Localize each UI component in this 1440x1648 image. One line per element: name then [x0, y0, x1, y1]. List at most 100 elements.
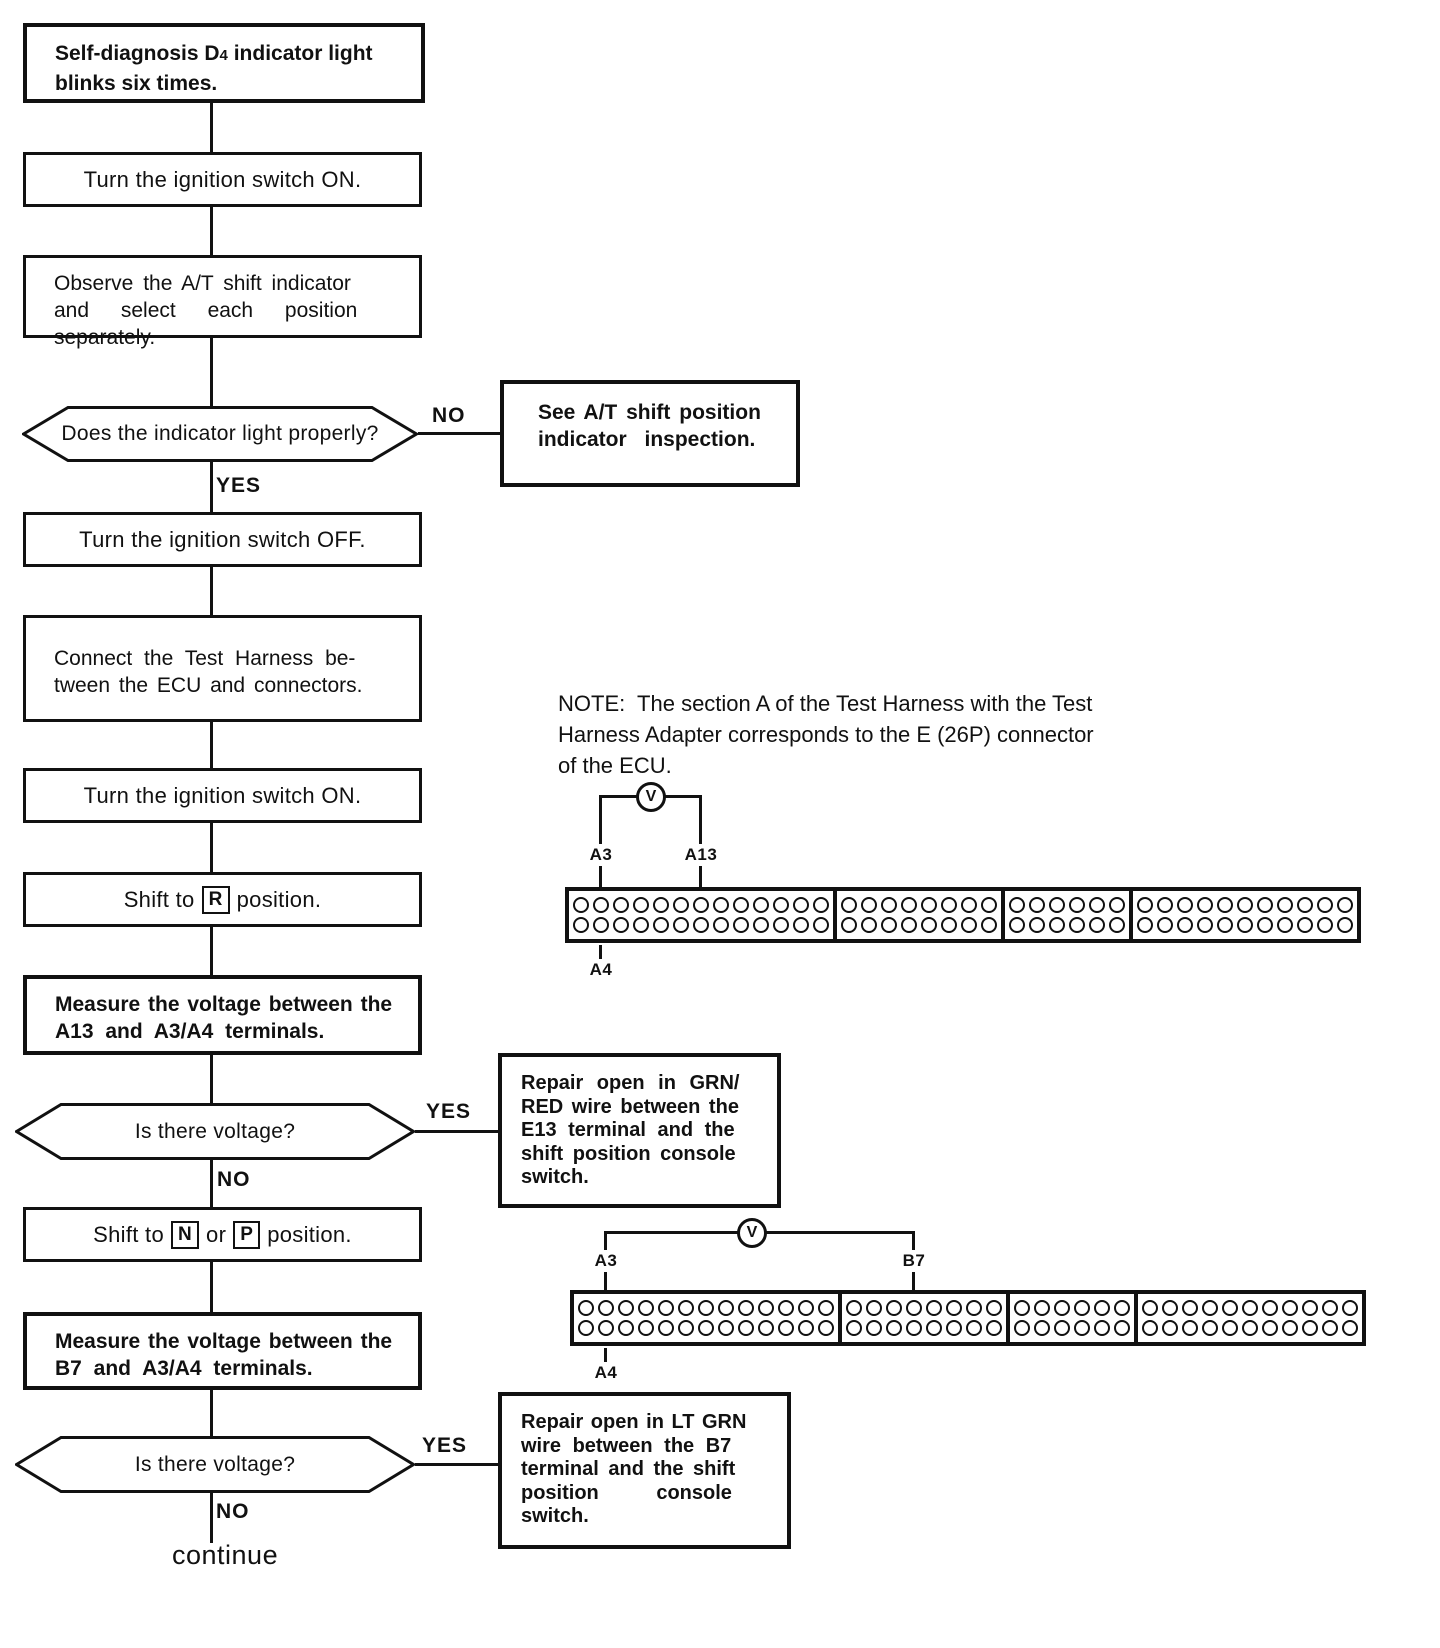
box-label: Turn the ignition switch ON.	[83, 166, 362, 192]
pin-icon	[1182, 1320, 1198, 1336]
decision-shape	[22, 406, 418, 462]
box-label: Shift to	[123, 886, 195, 912]
pin-icon	[1034, 1320, 1050, 1336]
box-line: B7 and A3/A4 terminals.	[55, 1357, 313, 1380]
pin-icon	[1202, 1320, 1218, 1336]
pin-icon	[1217, 897, 1233, 913]
pin-icon	[718, 1320, 734, 1336]
n-keybox: N	[171, 1220, 200, 1249]
note-text: NOTE: The section A of the Test Harness …	[558, 688, 1198, 781]
pin-icon	[946, 1300, 962, 1316]
pin-icon	[1242, 1300, 1258, 1316]
pin-icon	[1069, 917, 1085, 933]
pin-icon	[658, 1300, 674, 1316]
flow-line-yes-1	[415, 1130, 498, 1133]
pin-row	[1140, 1298, 1360, 1318]
pin-icon	[1202, 1300, 1218, 1316]
voltmeter-icon: V	[636, 782, 666, 812]
pin-icon	[678, 1300, 694, 1316]
pin-icon	[618, 1320, 634, 1336]
pin-icon	[926, 1300, 942, 1316]
decision-shape	[15, 1436, 415, 1493]
pin-row	[1007, 895, 1127, 915]
box-line: E13 terminal and the	[521, 1119, 735, 1141]
box-line: switch.	[521, 1505, 589, 1527]
pin-icon	[846, 1300, 862, 1316]
pin-icon	[673, 917, 689, 933]
pin-row	[576, 1318, 836, 1338]
box-line: Measure the voltage between the	[55, 993, 393, 1016]
pin-icon	[638, 1320, 654, 1336]
pin-icon	[613, 897, 629, 913]
pin-icon	[1014, 1320, 1030, 1336]
connector-section	[1129, 891, 1357, 939]
pin-icon	[613, 917, 629, 933]
pin-icon	[1009, 897, 1025, 913]
pin-icon	[926, 1320, 942, 1336]
pin-icon	[713, 917, 729, 933]
pin-icon	[618, 1300, 634, 1316]
pin-icon	[1277, 897, 1293, 913]
pin-icon	[1029, 897, 1045, 913]
pin-icon	[1054, 1320, 1070, 1336]
pin-row	[844, 1298, 1004, 1318]
box-line: Repair open in GRN/	[521, 1072, 740, 1094]
pin-icon	[881, 897, 897, 913]
pin-icon	[986, 1320, 1002, 1336]
box-line: terminal and the shift	[521, 1458, 736, 1480]
pin-icon	[841, 917, 857, 933]
pin-icon	[946, 1320, 962, 1336]
pin-icon	[841, 897, 857, 913]
pin-icon	[593, 897, 609, 913]
pin-icon	[881, 917, 897, 933]
flow-box-ignition-off: Turn the ignition switch OFF.	[23, 512, 422, 567]
box-label: Turn the ignition switch ON.	[83, 782, 362, 808]
pin-icon	[1337, 917, 1353, 933]
pin-icon	[1114, 1300, 1130, 1316]
pin-icon	[1257, 917, 1273, 933]
pin-row	[1140, 1318, 1360, 1338]
label-yes-1: YES	[216, 474, 262, 497]
pin-icon	[778, 1320, 794, 1336]
box-line: indicator inspection.	[538, 428, 756, 451]
pin-icon	[693, 917, 709, 933]
pin-icon	[846, 1320, 862, 1336]
voltmeter-letter: V	[746, 1224, 758, 1241]
pin-icon	[1049, 897, 1065, 913]
pin-icon	[793, 897, 809, 913]
box-repair-lt-grn: Repair open in LT GRN wire between the B…	[498, 1392, 791, 1549]
box-label: Shift to	[93, 1221, 165, 1247]
pin-icon	[1262, 1320, 1278, 1336]
pin-icon	[633, 897, 649, 913]
flow-line	[210, 1055, 213, 1103]
pin-icon	[1342, 1320, 1358, 1336]
pin-icon	[658, 1320, 674, 1336]
connector-section	[1006, 1294, 1134, 1342]
pin-icon	[866, 1300, 882, 1316]
pin-icon	[1049, 917, 1065, 933]
flow-line	[210, 927, 213, 975]
pin-icon	[698, 1300, 714, 1316]
pin-icon	[941, 917, 957, 933]
pin-icon	[1162, 1300, 1178, 1316]
pin-row	[571, 915, 831, 935]
pin-icon	[1182, 1300, 1198, 1316]
flow-line	[210, 338, 213, 406]
pin-icon	[793, 917, 809, 933]
pin-icon	[1137, 897, 1153, 913]
flow-line	[210, 1390, 213, 1438]
box-label: position.	[236, 886, 322, 912]
terminal-lead-a4-2	[604, 1348, 607, 1363]
connector-section	[1134, 1294, 1362, 1342]
pin-icon	[1322, 1300, 1338, 1316]
pin-icon	[693, 897, 709, 913]
decision-voltage-2: Is there voltage?	[15, 1436, 415, 1493]
box-label: position.	[267, 1221, 352, 1247]
pin-icon	[1237, 897, 1253, 913]
pin-icon	[673, 897, 689, 913]
pin-icon	[961, 897, 977, 913]
pin-icon	[678, 1320, 694, 1336]
pin-icon	[1322, 1320, 1338, 1336]
pin-icon	[633, 917, 649, 933]
pin-row	[571, 895, 831, 915]
